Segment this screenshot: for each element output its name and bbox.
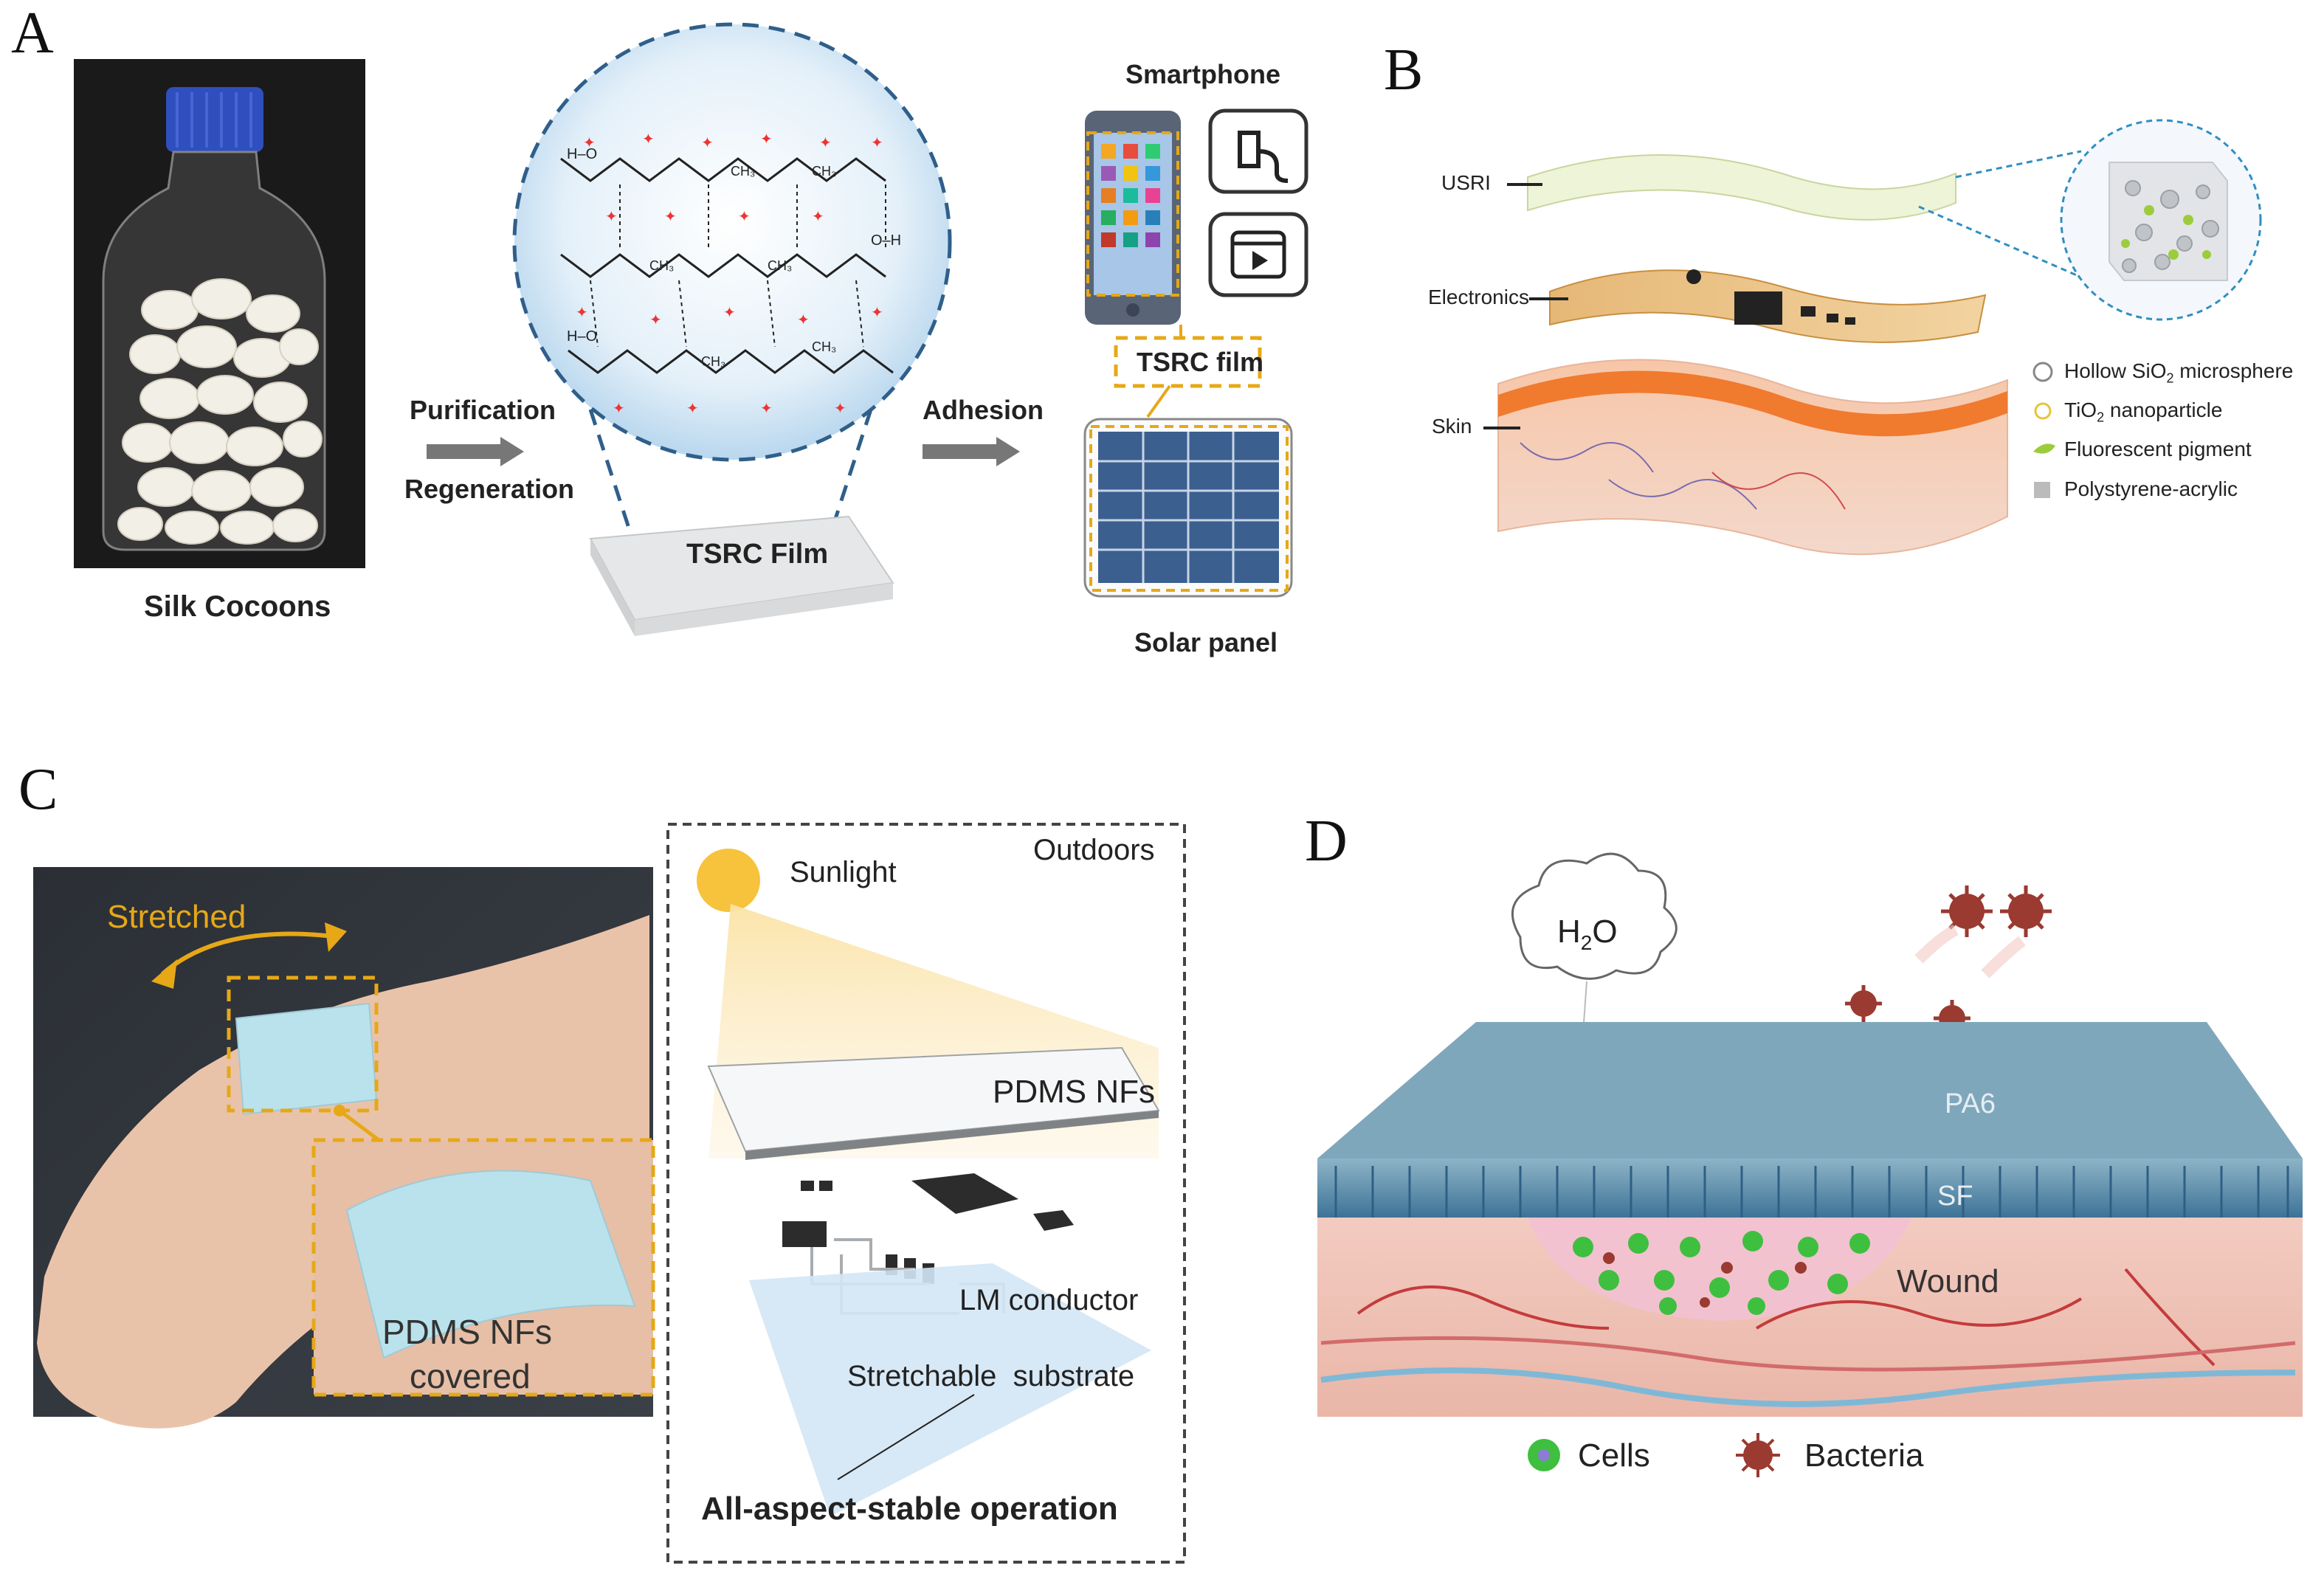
stretchable-substrate-label: Stretchable substrate	[847, 1360, 1135, 1392]
svg-text:✦: ✦	[834, 401, 846, 417]
svg-text:✦: ✦	[613, 401, 625, 417]
wrist-photo	[33, 867, 655, 1429]
outdoors-box	[666, 823, 1186, 1564]
stretched-label: Stretched	[107, 899, 246, 935]
legend-hollow-sio2: Hollow SiO2 microsphere	[2064, 359, 2294, 386]
legend-markers	[2032, 362, 2055, 498]
svg-text:✦: ✦	[760, 401, 773, 417]
adhesion-arrow	[923, 437, 1020, 466]
pa6-label: PA6	[1945, 1088, 1996, 1119]
svg-text:✦: ✦	[686, 401, 699, 417]
solar-panel-label: Solar panel	[1134, 627, 1278, 657]
usri-layer	[1527, 150, 2089, 282]
panel-c-letter: C	[18, 757, 58, 822]
legend-polystyrene-acrylic: Polystyrene-acrylic	[2064, 477, 2238, 500]
h2o-label: H2O	[1557, 914, 1618, 954]
silk-cocoon-bottle-photo	[74, 59, 365, 568]
outdoors-label: Outdoors	[1033, 834, 1155, 866]
svg-text:✦: ✦	[701, 135, 714, 151]
chem-ch3-1: CH₃	[731, 164, 756, 179]
chem-ho-top: H–O	[567, 146, 598, 162]
smartphone-illustration	[1085, 108, 1308, 325]
svg-text:✦: ✦	[583, 135, 596, 151]
usri-zoom-circle	[2060, 119, 2262, 321]
molecular-structure-circle: ✦ ✦ ✦ ✦ ✦ ✦ ✦ ✦ ✦ ✦ ✦ ✦ ✦ ✦ ✦ ✦ ✦ ✦ ✦	[512, 22, 952, 547]
svg-text:✦: ✦	[819, 135, 832, 151]
svg-text:✦: ✦	[871, 305, 883, 321]
tsrc-film-label: TSRC Film	[686, 539, 829, 570]
legend-tio2: TiO2 nanoparticle	[2064, 398, 2223, 425]
panel-b-letter: B	[1384, 38, 1424, 103]
h2o-cloud	[1511, 852, 1678, 1034]
skin-label: Skin	[1432, 415, 1472, 438]
sf-label: SF	[1937, 1181, 1973, 1212]
purification-label: Purification	[410, 395, 556, 425]
tsrc-film-slab	[589, 515, 894, 636]
legend-d-markers	[1528, 1433, 1780, 1477]
membrane-block	[1317, 1022, 2303, 1417]
tsrc-film-label-box	[1114, 325, 1262, 418]
svg-text:✦: ✦	[649, 312, 662, 328]
electronics-layer	[1549, 269, 1987, 343]
chem-ch3-2: CH₃	[812, 164, 837, 179]
wound-label: Wound	[1897, 1263, 1999, 1299]
svg-text:✦: ✦	[605, 209, 618, 225]
solar-panel-illustration	[1083, 418, 1293, 598]
svg-text:✦: ✦	[797, 312, 810, 328]
skin-block	[1497, 359, 2008, 556]
purification-arrow	[427, 437, 524, 466]
legend-fluorescent-pigment: Fluorescent pigment	[2064, 438, 2252, 460]
chem-ch3-6: CH₃	[812, 339, 837, 354]
pdms-covered-line2: covered	[410, 1357, 531, 1395]
regeneration-label: Regeneration	[404, 474, 575, 504]
all-aspect-label: All-aspect-stable operation	[701, 1491, 1118, 1527]
sunlight-label: Sunlight	[790, 856, 897, 888]
pdms-covered-line1: PDMS NFs	[382, 1313, 552, 1351]
bacteria-cluster	[1845, 885, 2052, 1037]
smartphone-label: Smartphone	[1125, 59, 1281, 89]
svg-text:✦: ✦	[812, 209, 824, 225]
silk-cocoons-label: Silk Cocoons	[144, 590, 331, 623]
svg-text:✦: ✦	[664, 209, 677, 225]
lm-conductor-label: LM conductor	[959, 1284, 1139, 1316]
tsrc-film-small-label: TSRC film	[1137, 347, 1264, 377]
bacteria-legend-label: Bacteria	[1804, 1437, 1924, 1474]
svg-text:✦: ✦	[871, 135, 883, 151]
panel-d-letter: D	[1305, 809, 1348, 874]
chem-ho-bottom: H–O	[567, 328, 598, 345]
cells-legend-label: Cells	[1578, 1437, 1650, 1474]
chem-ch3-4: CH₃	[768, 258, 793, 273]
chem-oh: O–H	[871, 232, 902, 249]
svg-text:✦: ✦	[760, 131, 773, 148]
svg-text:✦: ✦	[642, 131, 655, 148]
adhesion-label: Adhesion	[923, 395, 1044, 425]
usri-label: USRI	[1441, 171, 1491, 194]
chem-ch3-3: CH₃	[649, 258, 675, 273]
panel-a-letter: A	[11, 1, 54, 66]
svg-text:✦: ✦	[723, 305, 736, 321]
svg-text:✦: ✦	[576, 305, 588, 321]
electronics-label: Electronics	[1428, 286, 1529, 308]
pdms-nfs-label: PDMS NFs	[993, 1074, 1155, 1110]
svg-text:✦: ✦	[738, 209, 751, 225]
chem-ch3-5: CH₃	[701, 354, 726, 369]
